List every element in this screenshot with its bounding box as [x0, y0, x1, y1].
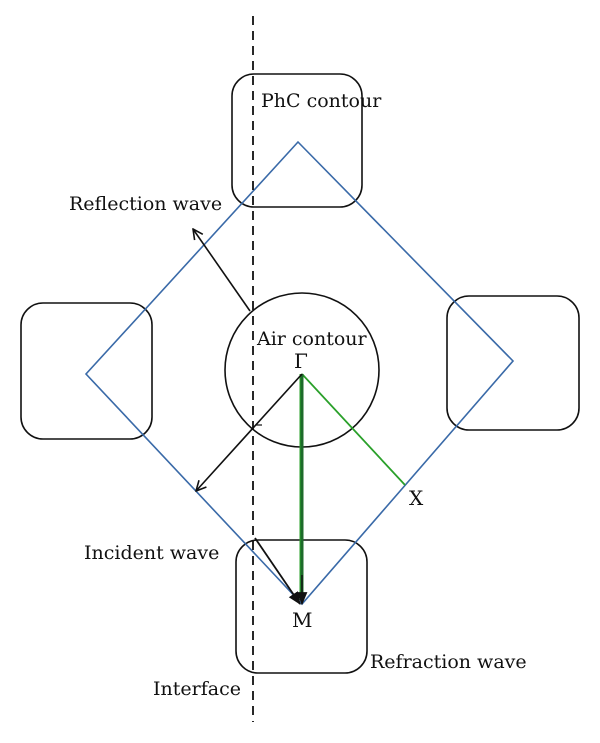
interface-label: Interface — [153, 678, 241, 700]
gamma-diagonal-arrow — [196, 373, 303, 491]
air-contour-label: Air contour — [256, 328, 368, 350]
phc-contour-top — [231, 73, 363, 208]
gamma-x-line — [301, 373, 406, 486]
incident-wave-arrow — [254, 537, 301, 605]
incident-wave-label: Incident wave — [84, 542, 219, 564]
gamma-point-label: Γ — [294, 349, 308, 373]
phc-contour-label: PhC contour — [261, 90, 382, 112]
m-point-label: M — [292, 608, 312, 632]
x-point-label: X — [409, 486, 424, 510]
reflection-wave-label: Reflection wave — [69, 193, 222, 215]
refraction-wave-label: Refraction wave — [370, 651, 527, 673]
reflection-wave-arrow — [193, 229, 251, 312]
phc-contour-right — [446, 295, 580, 431]
phc-contour-left — [20, 302, 153, 440]
